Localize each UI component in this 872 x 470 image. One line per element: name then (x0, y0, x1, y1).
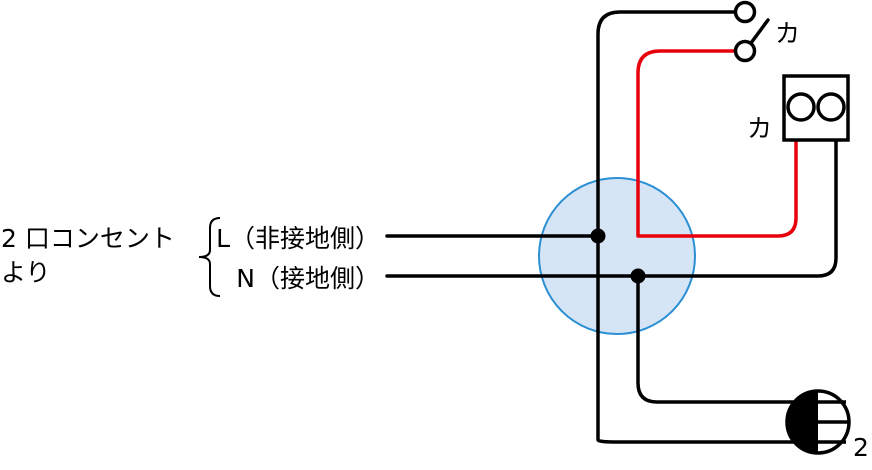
live-wire-label: L（非接地側） (216, 224, 380, 253)
switch-symbol (733, 0, 770, 63)
neutral-wire-label: N（接地側） (236, 264, 380, 293)
outlet-symbol (785, 389, 851, 455)
switched-wire (636, 49, 798, 238)
live-junction-dot (590, 228, 606, 244)
junction-box (538, 177, 696, 335)
source-label-line2: より (1, 258, 51, 287)
pilot-lamp-label: カ (747, 114, 772, 143)
live-to-switch-wire (596, 10, 799, 444)
neutral-junction-dot (630, 268, 646, 284)
grouping-brace (198, 217, 221, 297)
switch-label: カ (775, 19, 800, 48)
neutral-to-outlet-wire (636, 274, 799, 404)
outlet-label: 2 (853, 433, 869, 462)
source-label-line1: 2 口コンセント (1, 224, 175, 253)
pilot-lamp-symbol (782, 74, 850, 142)
neutral-wire (385, 138, 838, 278)
